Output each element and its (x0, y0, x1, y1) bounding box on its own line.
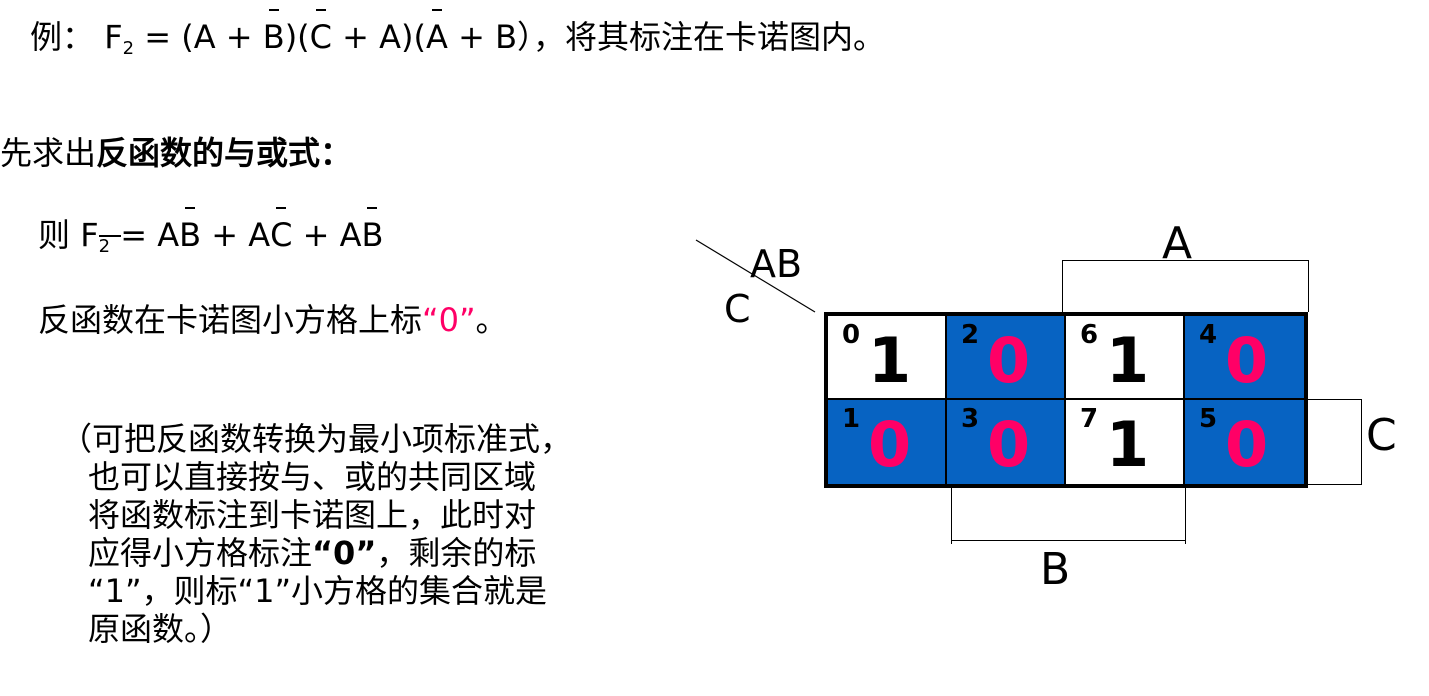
cell-value: 1 (1106, 324, 1150, 397)
c-bracket-bottom (1308, 484, 1361, 485)
karnaugh-map: 0 1 2 0 6 1 4 0 1 0 3 0 7 1 5 0 (824, 312, 1308, 488)
formula-part: + A (201, 216, 271, 254)
corner-label-c: C (724, 287, 751, 331)
formula-part: + B） (447, 18, 534, 56)
a-complement: A (426, 9, 448, 56)
cell-value: 0 (987, 324, 1031, 397)
cell-index: 7 (1080, 404, 1099, 434)
explanation-line: 将函数标注到卡诺图上，此时对 (88, 496, 537, 534)
explanation-line: “1”，则标“1”小方格的集合就是 (88, 572, 548, 610)
mark-note: 反函数在卡诺图小方格上标“0”。 (38, 295, 508, 341)
explanation-line: （可把反函数转换为最小项标准式， (60, 420, 573, 458)
b-complement: B (361, 207, 384, 254)
explanation-line: 也可以直接按与、或的共同区域 (88, 458, 537, 496)
example-formula: 例： F2 = (A + B)(C + A)(A + B），将其标注在卡诺图内。 (30, 9, 886, 59)
b-bracket-right (1185, 488, 1186, 544)
kmap-cell-m3: 3 0 (947, 400, 1066, 484)
corner-label-ab: AB (750, 242, 803, 286)
function-name: F (104, 18, 123, 56)
inverse-formula: 则 F2 = AB + AC + AB (38, 207, 384, 257)
function-subscript: 2 (122, 38, 135, 59)
cell-value: 0 (1225, 408, 1269, 481)
explanation-line: 应得小方格标注“0”，剩余的标 (60, 534, 572, 572)
kmap-cell-m4: 4 0 (1185, 316, 1304, 400)
example-prefix: 例： (30, 18, 95, 56)
cell-value: 1 (868, 324, 912, 397)
cell-index: 3 (961, 404, 980, 434)
function-name: F (80, 216, 99, 254)
c-bracket-right (1361, 399, 1362, 485)
kmap-cell-m7: 7 1 (1066, 400, 1185, 484)
formula-part: )( (284, 18, 310, 56)
kmap-cell-m6: 6 1 (1066, 316, 1185, 400)
label-a: A (1162, 218, 1193, 269)
explanation: （可把反函数转换为最小项标准式， 也可以直接按与、或的共同区域 将函数标注到卡诺… (60, 420, 572, 648)
bold-zero: “0” (312, 534, 377, 572)
cell-index: 2 (961, 320, 980, 350)
formula-part: = (A + (134, 18, 263, 56)
a-bracket-right (1308, 260, 1309, 312)
cell-value: 0 (868, 408, 912, 481)
cell-index: 5 (1199, 404, 1218, 434)
b-bracket-bottom (951, 540, 1186, 541)
step-title-normal: 先求出 (0, 134, 97, 172)
kmap-cell-m2: 2 0 (947, 316, 1066, 400)
step-title: 先求出反函数的与或式： (0, 128, 352, 174)
kmap-cell-m5: 5 0 (1185, 400, 1304, 484)
cell-index: 0 (842, 320, 861, 350)
step-title-bold: 反函数的与或式： (96, 134, 353, 172)
kmap-cell-m1: 1 0 (828, 400, 947, 484)
formula-part: = A (110, 216, 180, 254)
c-complement: C (270, 207, 293, 254)
cell-index: 6 (1080, 320, 1099, 350)
c-bracket-top (1308, 399, 1361, 400)
b-complement: B (262, 9, 285, 56)
b-complement: B (179, 207, 202, 254)
zero-quote: “0” (422, 301, 476, 339)
cell-index: 4 (1199, 320, 1218, 350)
function-subscript: 2 (98, 236, 111, 257)
mark-note-end: 。 (475, 301, 508, 339)
a-bracket-left (1062, 260, 1063, 312)
inverse-prefix: 则 (38, 216, 81, 254)
explanation-text: ，剩余的标 (376, 534, 537, 572)
a-bracket-top (1062, 260, 1308, 261)
cell-value: 0 (987, 408, 1031, 481)
label-b: B (1040, 544, 1071, 595)
example-suffix: ，将其标注在卡诺图内。 (533, 18, 886, 56)
c-complement: C (309, 9, 332, 56)
label-c: C (1366, 410, 1397, 461)
explanation-text: 应得小方格标注 (88, 534, 313, 572)
cell-value: 1 (1106, 408, 1150, 481)
formula-part: + A (292, 216, 362, 254)
mark-note-text: 反函数在卡诺图小方格上标 (38, 301, 423, 339)
cell-value: 0 (1225, 324, 1269, 397)
kmap-cell-m0: 0 1 (828, 316, 947, 400)
b-bracket-left (951, 488, 952, 544)
formula-part: + A)( (332, 18, 427, 56)
cell-index: 1 (842, 404, 861, 434)
corner-diagonal (695, 239, 816, 313)
explanation-line: 原函数。） (88, 610, 233, 648)
